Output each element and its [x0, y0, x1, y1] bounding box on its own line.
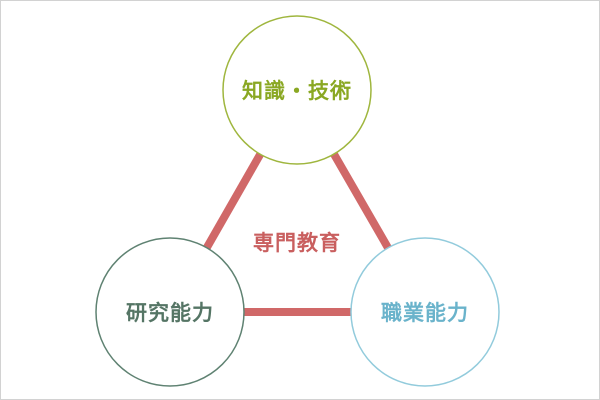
node-career-ability: 職業能力	[350, 237, 500, 387]
node-research-ability: 研究能力	[95, 237, 245, 387]
center-label: 専門教育	[253, 231, 341, 255]
node-circle	[350, 237, 500, 387]
node-circle	[222, 15, 372, 165]
node-circle	[95, 237, 245, 387]
node-label: 研究能力	[126, 301, 214, 325]
node-label: 職業能力	[381, 301, 469, 325]
node-label: 知識・技術	[242, 79, 352, 103]
node-knowledge-skills: 知識・技術	[222, 15, 372, 165]
